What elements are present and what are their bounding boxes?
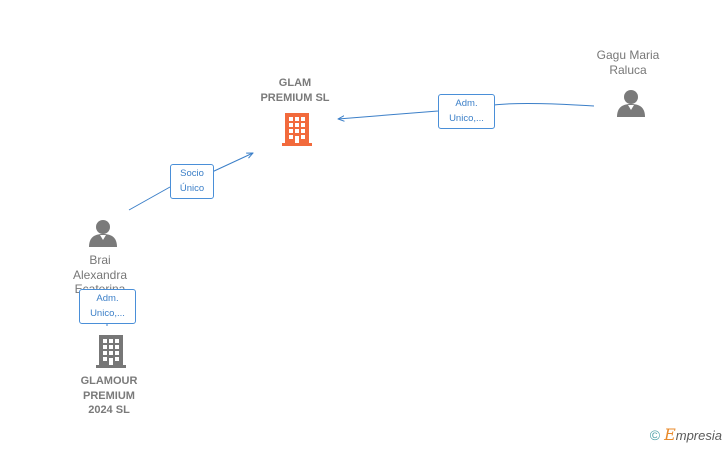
role-line1: Adm. bbox=[455, 98, 478, 109]
company-name-line2: PREMIUM bbox=[83, 389, 135, 402]
company-label-glamour[interactable]: GLAMOUR PREMIUM 2024 SL bbox=[59, 374, 159, 418]
role-line1: Adm. bbox=[96, 293, 119, 304]
person-icon-gagu[interactable] bbox=[616, 88, 646, 118]
company-name-line1: GLAM bbox=[278, 77, 312, 89]
building-icon-glamour[interactable] bbox=[95, 333, 127, 369]
role-line1: Socio bbox=[180, 168, 204, 179]
role-line2: Unico,... bbox=[90, 308, 125, 319]
person-name-line2: Alexandra bbox=[72, 267, 128, 282]
role-label-adm-gagu[interactable]: Adm. Unico,... bbox=[438, 94, 495, 129]
person-name-line2: Raluca bbox=[609, 62, 647, 77]
role-line2: Único bbox=[179, 183, 205, 194]
company-name-line1: GLAMOUR bbox=[80, 375, 138, 387]
role-line2: Unico,... bbox=[449, 113, 484, 124]
person-icon-brai[interactable] bbox=[88, 218, 118, 248]
person-name-line1: Brai bbox=[89, 253, 111, 267]
company-name-line3: 2024 SL bbox=[88, 404, 130, 416]
copyright-symbol: © bbox=[649, 426, 661, 443]
role-label-socio-unico[interactable]: Socio Único bbox=[170, 164, 214, 199]
company-name-line2: PREMIUM SL bbox=[260, 91, 330, 104]
person-label-gagu[interactable]: Gagu Maria Raluca bbox=[578, 48, 678, 77]
edge-brai-to-glam bbox=[128, 153, 253, 211]
empresia-logo: © Empresia bbox=[650, 425, 722, 444]
brand-initial: E bbox=[664, 425, 676, 444]
role-label-adm-brai[interactable]: Adm. Unico,... bbox=[79, 289, 136, 324]
person-name-line1: Gagu Maria bbox=[596, 48, 660, 62]
brand-rest: mpresia bbox=[675, 428, 722, 443]
company-label-glam-premium[interactable]: GLAM PREMIUM SL bbox=[245, 76, 345, 105]
building-icon-glam-premium[interactable] bbox=[281, 111, 313, 147]
